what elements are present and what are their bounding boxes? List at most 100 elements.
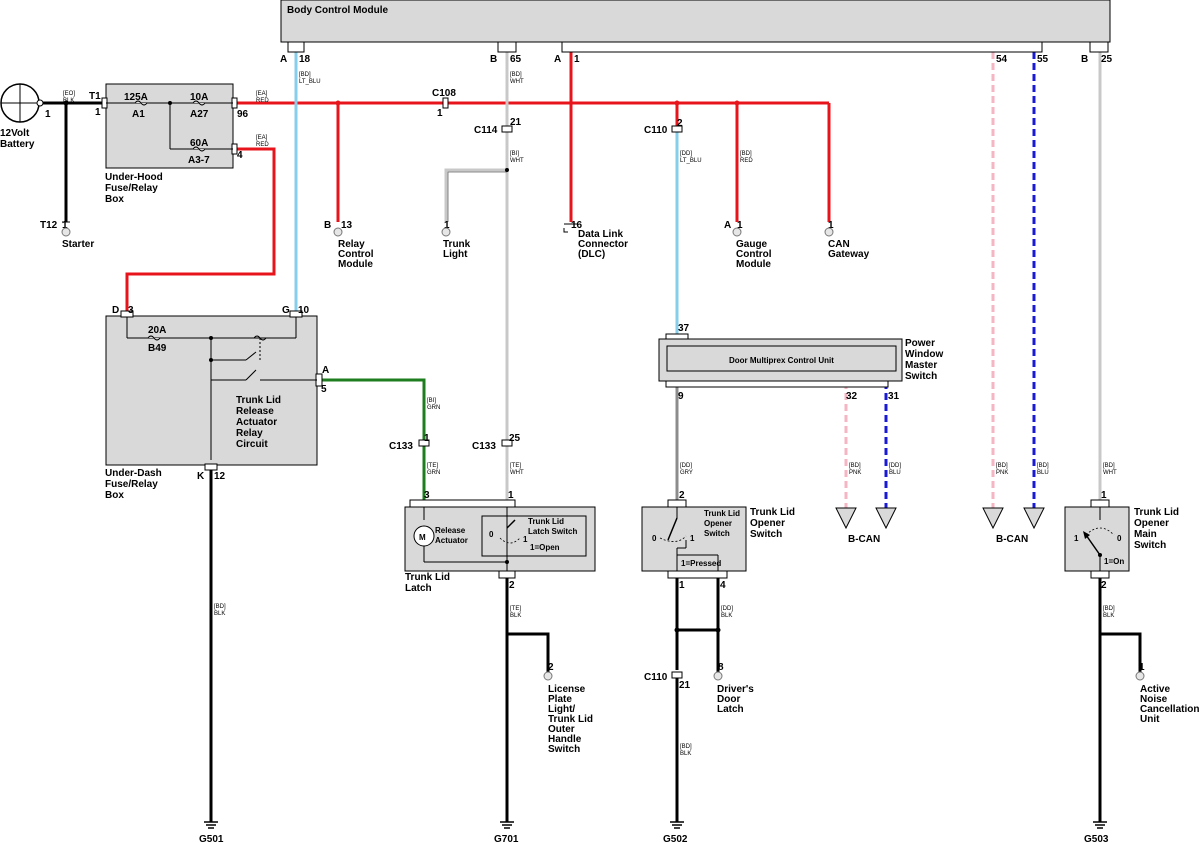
switch-state: 0 (652, 534, 657, 543)
component-name: Unit (1140, 714, 1160, 725)
conn-name: C108 (432, 88, 456, 99)
bcm-pin-letter: B (490, 54, 497, 65)
splice-dot (63, 100, 69, 106)
pin-letter: A (322, 365, 329, 376)
wire-code: [BD] (510, 72, 522, 78)
relay-text: Relay (236, 428, 263, 439)
splice-dot (674, 100, 680, 106)
component-name: Module (338, 259, 373, 270)
wire-code: [TE] (510, 463, 521, 469)
wire-color: GRY (680, 470, 693, 476)
pin-number: 4 (720, 580, 726, 591)
wire-code: [EO] (63, 91, 75, 97)
component-name: Latch (405, 583, 432, 594)
wire-color: BLK (63, 98, 74, 104)
switch-note: 1=On (1104, 557, 1124, 566)
component-name: Switch (905, 371, 937, 382)
gauge-control-module: A 1 Gauge Control Module (724, 220, 772, 270)
wire-code: [BI] (427, 398, 436, 404)
conn-name: C133 (389, 441, 413, 452)
wire-color: BLK (510, 613, 521, 619)
wire-code: [BD] (849, 463, 861, 469)
actuator-label: Actuator (435, 536, 468, 545)
relay-text: Trunk Lid (236, 395, 281, 406)
pin-number: 2 (679, 490, 685, 501)
pin-number: 3 (128, 305, 134, 316)
ground-label: G502 (663, 834, 688, 843)
splice-dot (674, 627, 680, 633)
wire-color: BLK (680, 751, 691, 757)
component-name: Trunk Lid (405, 572, 450, 583)
pin-number: 1 (737, 220, 743, 231)
wire-color: WHT (1103, 470, 1117, 476)
wire-code: [BD] (1103, 463, 1115, 469)
splice-dot (505, 168, 509, 172)
pin-number: 21 (510, 117, 522, 128)
wire-wht-trunk-light-edge (447, 171, 507, 222)
component-name: Power (905, 338, 935, 349)
wire-color: LT_BLU (299, 79, 321, 85)
component-name: Box (105, 194, 124, 205)
wire-color: BLK (1103, 613, 1114, 619)
component-name: Gateway (828, 249, 870, 260)
pin-letter: D (112, 305, 119, 316)
bcm-pin-letter: B (1081, 54, 1088, 65)
ground-g501: G501 (199, 821, 224, 843)
component-name: Trunk Lid (750, 507, 795, 518)
pin-number: 1 (828, 220, 834, 231)
ground-g701: G701 (494, 821, 519, 843)
battery-label: Battery (0, 139, 35, 150)
wire-color: WHT (510, 470, 524, 476)
component-name: Handle (548, 734, 582, 745)
relay-text: Actuator (236, 417, 277, 428)
wire-grn-relay (320, 378, 426, 440)
pin-number: 32 (846, 391, 858, 402)
svg-text:M: M (419, 533, 426, 542)
pin-number: 1 (444, 220, 450, 231)
component-name: Gauge (736, 239, 768, 250)
component-name: Trunk (443, 239, 471, 250)
bcm-pin-letter: A (280, 54, 287, 65)
conn-name: C110 (644, 672, 668, 683)
component-name: Under-Hood (105, 172, 163, 183)
bcm-title: Body Control Module (287, 5, 389, 16)
wire-color: GRN (427, 470, 440, 476)
relay-text: Circuit (236, 439, 268, 450)
pin-number: 2 (1101, 580, 1107, 591)
splice-dot (715, 627, 721, 633)
bcm-pin-num: 65 (510, 54, 522, 65)
pin-number: 3 (424, 490, 430, 501)
bcm-pin-letter: A (554, 54, 561, 65)
pin-number: 37 (678, 323, 690, 334)
c108-connector: C108 1 (432, 88, 456, 119)
bus-label: B-CAN (996, 534, 1028, 545)
wire-code: [DD] (680, 463, 692, 469)
bcm-pin-num: 55 (1037, 54, 1049, 65)
wire-code: [EA] (256, 135, 268, 141)
active-noise-cancellation-unit: 1 Active Noise Cancellation Unit (1135, 662, 1199, 725)
pin-number: 31 (888, 391, 900, 402)
wire-color: LT_BLU (680, 158, 702, 164)
wire-color: BLU (1037, 470, 1049, 476)
pin-number: 10 (298, 305, 310, 316)
conn-name: T12 (40, 220, 58, 231)
trunk-light: 1 Trunk Light (441, 220, 471, 260)
c110-connector-top: C110 2 (644, 118, 683, 136)
wire-color: PNK (996, 470, 1008, 476)
under-dash-fuse-box: 20A B49 Trunk Lid Release Actuator Relay… (105, 305, 329, 501)
pin-number: 1 (679, 580, 685, 591)
bus-label: B-CAN (848, 534, 880, 545)
body-control-module: Body Control Module A 18 B 65 A 1 54 55 … (280, 0, 1113, 65)
wire-code: [DD] (889, 463, 901, 469)
starter: T12 1 Starter (40, 220, 94, 250)
fuse-rating: 60A (190, 138, 208, 149)
fuse-id: A27 (190, 109, 209, 120)
component-name: Control (338, 249, 374, 260)
wire-color: RED (256, 98, 269, 104)
wire-blk-anc (1100, 632, 1142, 672)
trunk-lid-opener-main-switch: 1 0 1=On 1 2 Trunk Lid Opener Main Switc… (1064, 490, 1179, 591)
c114-connector: C114 21 (474, 117, 522, 136)
wire-blk-license (507, 632, 550, 672)
pin-letter: A (724, 220, 731, 231)
pin-number: 9 (678, 391, 684, 402)
